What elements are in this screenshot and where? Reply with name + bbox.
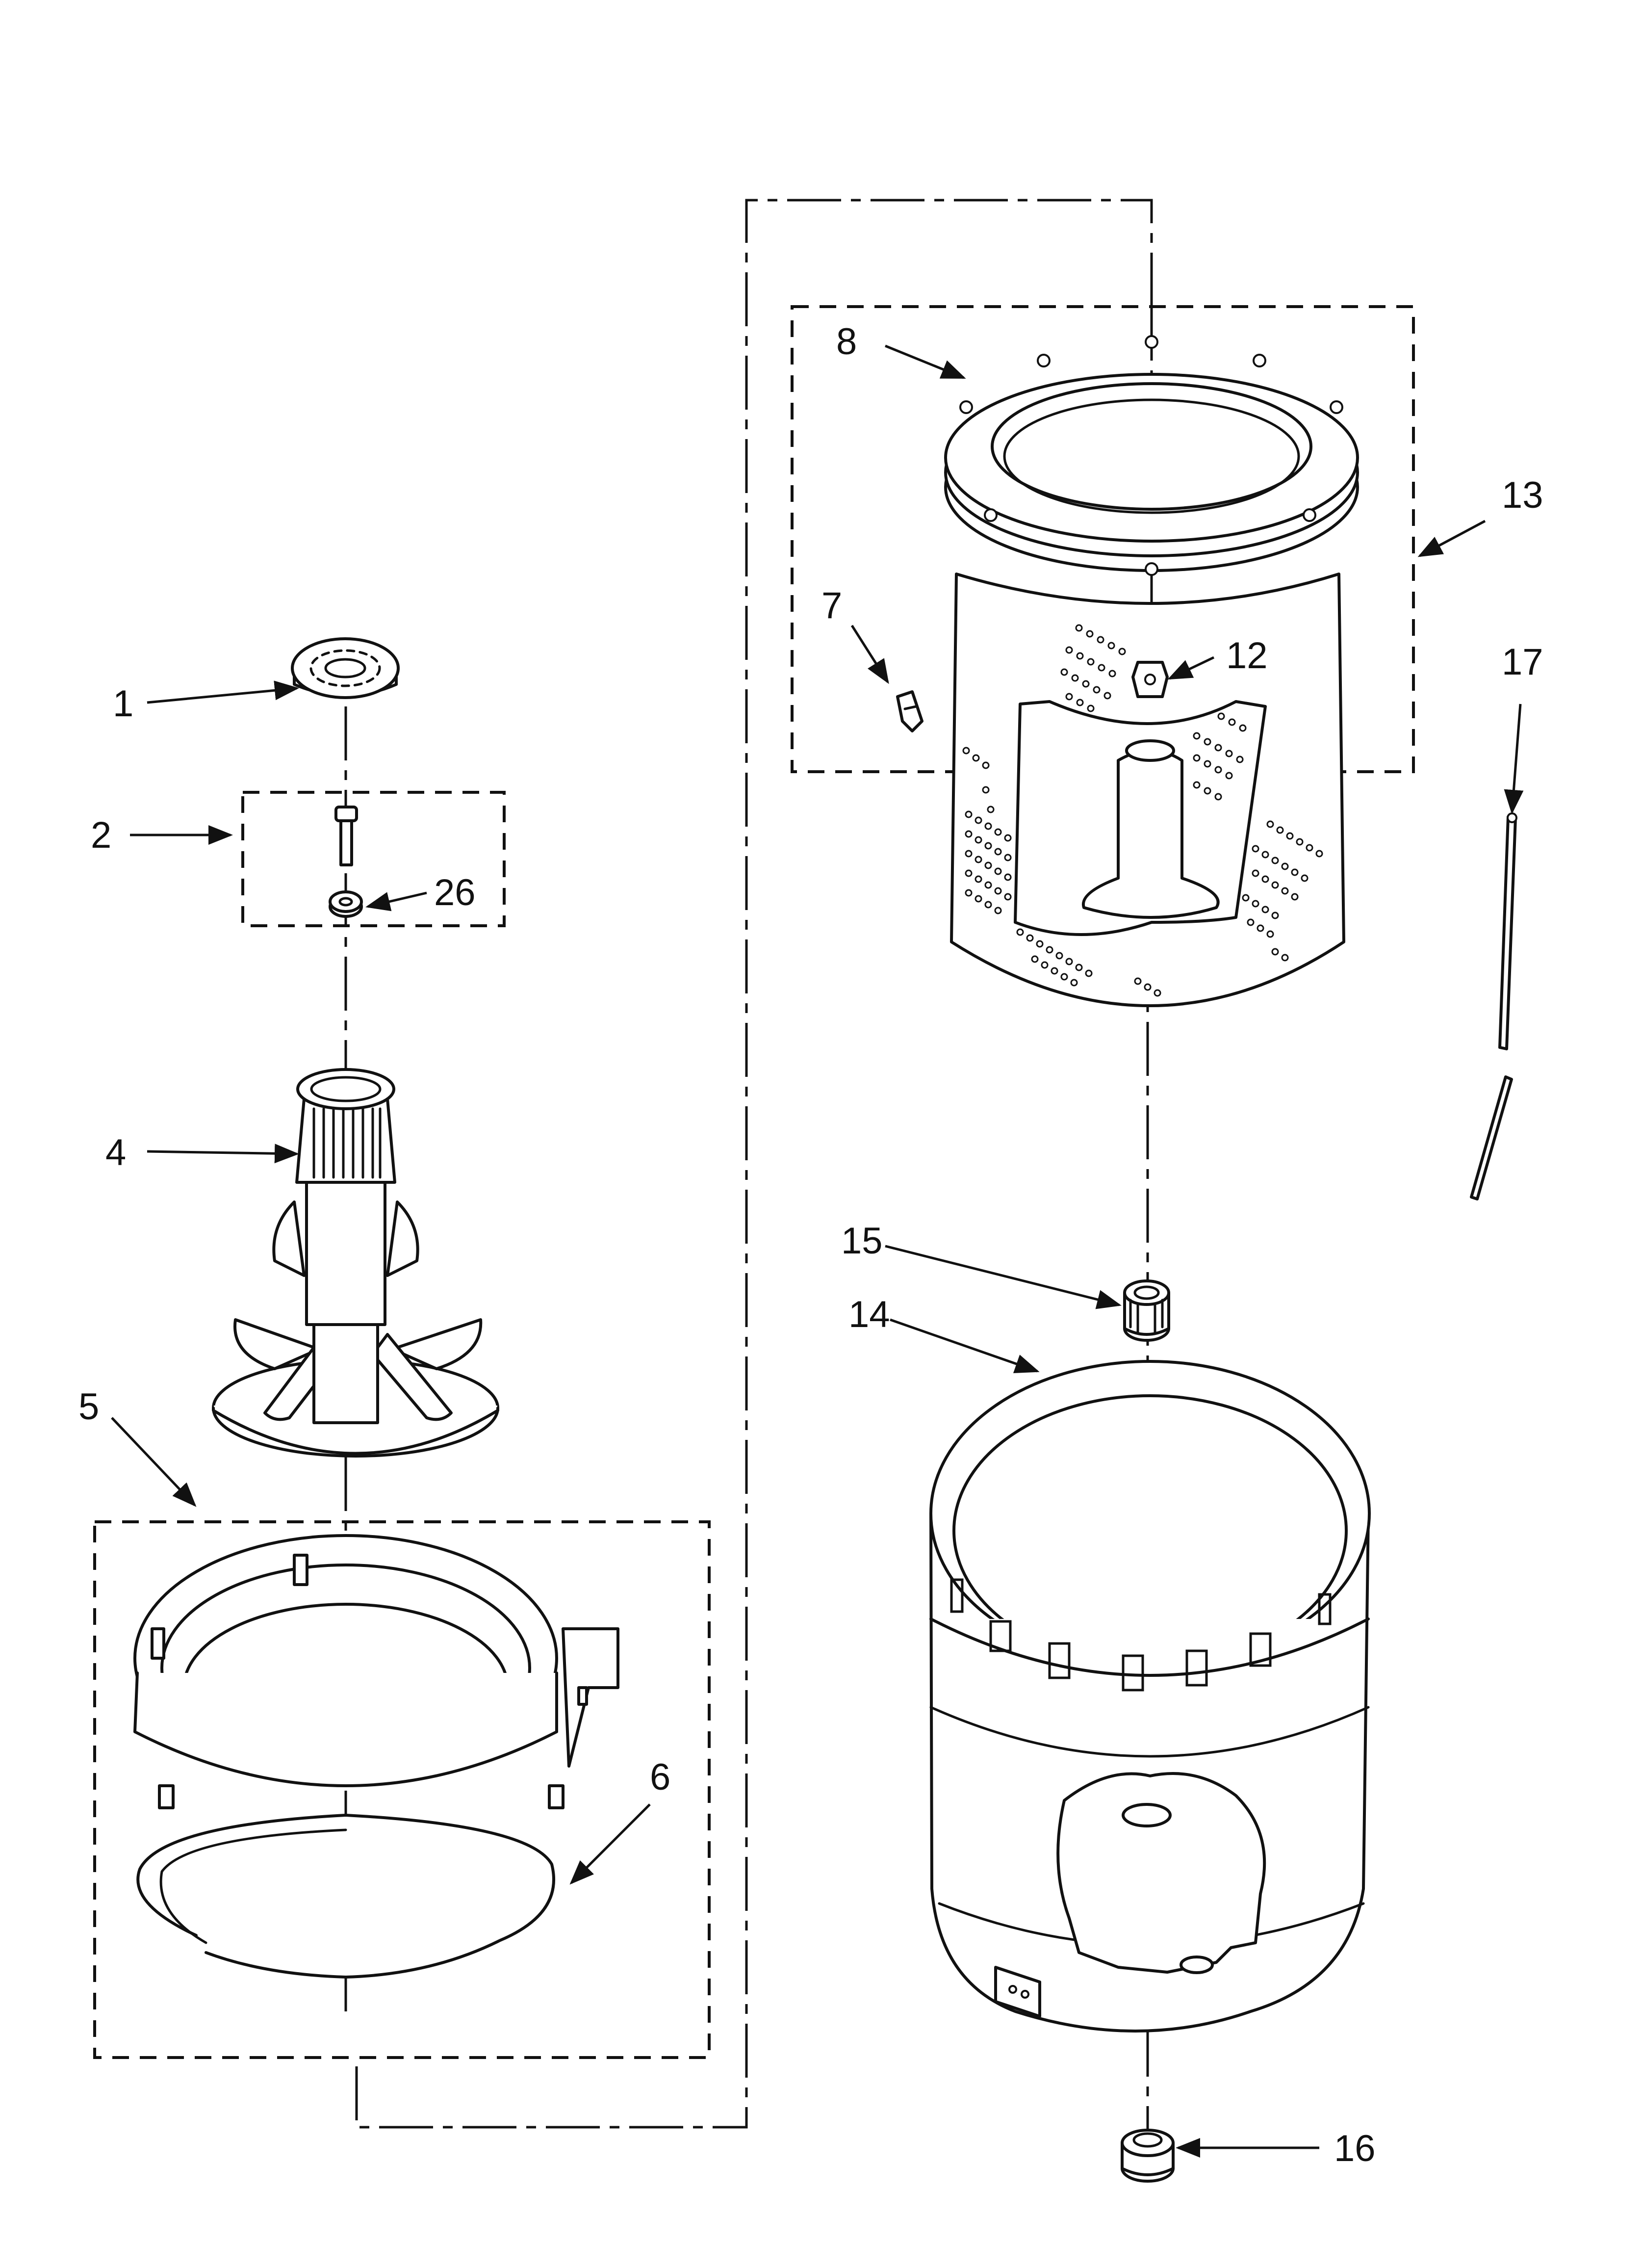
outer-tub xyxy=(929,1360,1371,2033)
callout-1: 1 xyxy=(113,683,133,725)
leader-4 xyxy=(147,1144,299,1164)
callout-7: 7 xyxy=(821,585,842,626)
callout-15: 15 xyxy=(841,1220,883,1262)
leader-17 xyxy=(1504,704,1524,814)
leader-7 xyxy=(850,625,889,684)
leader-5 xyxy=(111,1417,197,1507)
balance-ring xyxy=(944,335,1359,576)
leader-26 xyxy=(365,891,427,912)
drain-plug xyxy=(1121,2129,1175,2183)
callout-2: 2 xyxy=(91,814,111,856)
callout-17: 17 xyxy=(1502,641,1543,683)
agitator-cap xyxy=(291,637,400,699)
washer xyxy=(329,890,363,918)
callout-12: 12 xyxy=(1226,635,1268,677)
callout-16: 16 xyxy=(1334,2128,1376,2169)
basket-clip xyxy=(896,690,924,732)
agitator xyxy=(212,1068,499,1458)
callout-26: 26 xyxy=(434,872,476,913)
leader-6 xyxy=(569,1803,651,1885)
leader-14 xyxy=(890,1318,1040,1374)
callout-14: 14 xyxy=(848,1294,890,1335)
group-box-5 xyxy=(93,1520,711,2059)
leader-8 xyxy=(885,344,966,379)
leader-13 xyxy=(1417,520,1486,557)
connector-route xyxy=(355,199,1153,2129)
group-box-2 xyxy=(241,791,506,927)
basket-perforations xyxy=(962,624,1323,997)
callout-5: 5 xyxy=(78,1386,99,1428)
tub-ring xyxy=(133,1534,619,1873)
callout-8: 8 xyxy=(836,321,857,363)
callout-13: 13 xyxy=(1502,474,1543,516)
drain-hose xyxy=(1470,812,1517,1200)
leader-15 xyxy=(885,1245,1122,1309)
drive-block xyxy=(1123,1279,1170,1342)
retaining-ring xyxy=(136,1814,555,1979)
wash-basket xyxy=(950,573,1345,1007)
agitator-bolt xyxy=(334,806,358,866)
callout-4: 4 xyxy=(105,1132,126,1173)
callout-6: 6 xyxy=(650,1756,670,1798)
group-box-13 xyxy=(791,305,1415,773)
leader-12 xyxy=(1167,656,1215,680)
leader-1 xyxy=(147,680,299,704)
